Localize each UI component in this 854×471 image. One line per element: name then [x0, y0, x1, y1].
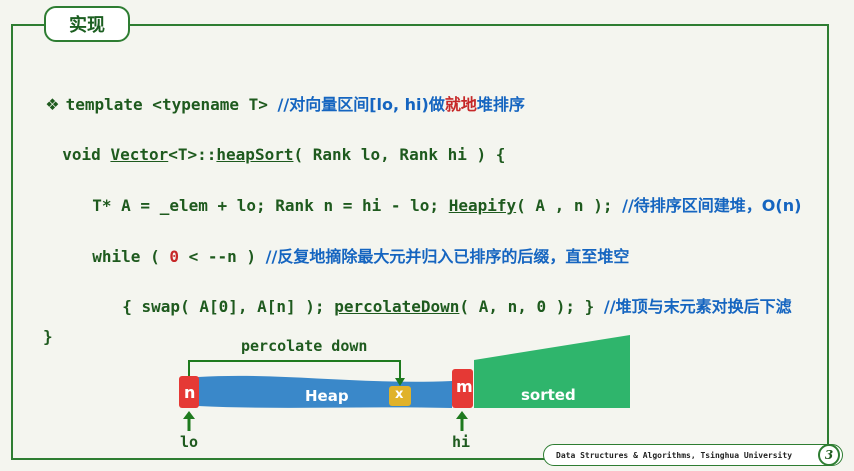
slide-frame: [11, 24, 829, 460]
code-while: while (: [92, 247, 170, 266]
n-marker: [179, 376, 199, 408]
code-heapsort-params: ( Rank lo, Rank hi ) {: [293, 145, 506, 164]
code-line-5: { swap( A[0], A[n] ); percolateDown( A, …: [103, 277, 792, 317]
n-label: n: [184, 383, 196, 402]
code-heapify-args: ( A , n );: [516, 196, 623, 215]
footer-text: Data Structures & Algorithms, Tsinghua U…: [556, 450, 793, 460]
code-comment-highlight: 就地: [444, 95, 477, 114]
percolate-arrowhead: [395, 378, 405, 386]
code-comment-5: //堆顶与末元素对换后下滤: [603, 297, 792, 316]
code-vector-class: Vector: [110, 145, 169, 164]
hi-label: hi: [452, 433, 471, 451]
code-init: T* A = _elem + lo; Rank n = hi - lo;: [92, 196, 449, 215]
heap-label: Heap: [305, 387, 349, 405]
code-percolatedown-args: ( A, n, 0 ); }: [459, 297, 604, 316]
code-line-1: ❖ template <typename T> //对向量区间[lo, hi)做就…: [26, 75, 525, 115]
code-swap: { swap( A[0], A[n] );: [122, 297, 335, 316]
x-marker: [389, 386, 411, 406]
sorted-region: [474, 335, 630, 408]
m-marker: [452, 369, 473, 408]
x-label: x: [395, 387, 404, 402]
code-line-6: }: [43, 327, 53, 346]
percolate-down-label: percolate down: [241, 337, 368, 355]
code-while-cond: < --n ): [178, 247, 266, 266]
code-heapsort-fn: heapSort: [216, 145, 294, 164]
code-template-scope: <T>::: [168, 145, 217, 164]
code-zero-literal: 0: [169, 247, 179, 266]
code-percolatedown-fn: percolateDown: [334, 297, 460, 316]
code-comment-1b: 堆排序: [476, 95, 525, 114]
code-comment-3: //待排序区间建堆，O(n): [622, 196, 802, 215]
code-line-3: T* A = _elem + lo; Rank n = hi - lo; Hea…: [73, 176, 801, 216]
lo-label: lo: [180, 433, 199, 451]
code-heapify-fn: Heapify: [448, 196, 517, 215]
sorted-label: sorted: [521, 386, 576, 404]
code-line-4: while ( 0 < --n ) //反复地摘除最大元并归入已排序的后缀，直至…: [73, 227, 629, 267]
code-keyword-template: template <typename T>: [65, 95, 278, 114]
lo-arrow-head: [183, 411, 195, 419]
section-badge: 实现: [44, 6, 130, 42]
percolate-bracket: [188, 360, 401, 381]
bullet-icon: ❖: [45, 95, 60, 114]
hi-arrow-head: [456, 411, 468, 419]
code-void: void: [62, 145, 111, 164]
page-number: 3: [818, 444, 840, 466]
code-line-2: void Vector<T>::heapSort( Rank lo, Rank …: [43, 125, 505, 165]
m-label: m: [456, 377, 473, 396]
code-comment-1a: //对向量区间[lo, hi)做: [277, 95, 445, 114]
code-comment-4: //反复地摘除最大元并归入已排序的后缀，直至堆空: [265, 247, 630, 266]
footer-banner: Data Structures & Algorithms, Tsinghua U…: [543, 444, 843, 466]
heap-band: [198, 375, 452, 408]
